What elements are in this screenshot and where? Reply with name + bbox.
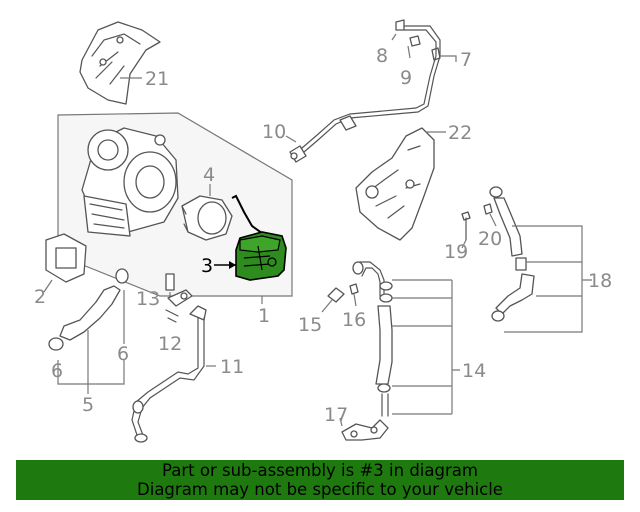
callout-1: 1	[258, 305, 270, 327]
fittings-15-16	[321, 283, 359, 313]
callout-6-right: 6	[117, 343, 129, 365]
callout-4: 4	[203, 164, 215, 186]
callout-15: 15	[298, 314, 322, 336]
callout-20: 20	[478, 228, 502, 250]
banner-line-part: Part or sub-assembly is #3 in diagram	[162, 461, 478, 480]
coolant-pipe-14	[339, 261, 460, 441]
heat-shield-upper	[79, 21, 161, 105]
oil-return-pipe	[131, 273, 216, 443]
callout-11: 11	[220, 356, 244, 378]
parts-diagram: 21 1 4 3 2	[34, 19, 612, 443]
callout-13: 13	[136, 288, 160, 310]
callout-10: 10	[262, 121, 286, 143]
heat-shield-turbo	[355, 127, 446, 241]
callout-6-left: 6	[51, 360, 63, 382]
callout-16: 16	[342, 309, 366, 331]
actuator-highlighted	[214, 194, 287, 281]
coolant-hose-5	[48, 268, 129, 394]
callout-3: 3	[201, 255, 213, 277]
callout-19: 19	[444, 241, 468, 263]
callout-5: 5	[82, 394, 94, 416]
callout-18: 18	[588, 270, 612, 292]
banner-line-disclaimer: Diagram may not be specific to your vehi…	[137, 480, 503, 499]
callout-2: 2	[34, 286, 46, 308]
callout-14: 14	[462, 360, 486, 382]
outlet-elbow	[181, 184, 233, 241]
gasket	[43, 233, 87, 293]
callout-9: 9	[400, 67, 412, 89]
hose-assembly-18	[489, 186, 592, 333]
callout-17: 17	[324, 404, 348, 426]
bolts-19-20	[461, 203, 497, 249]
callout-21: 21	[145, 68, 169, 90]
callout-7: 7	[460, 49, 472, 71]
turbocharger	[81, 127, 179, 237]
callout-12: 12	[158, 333, 182, 355]
part-info-banner: Part or sub-assembly is #3 in diagram Di…	[16, 460, 624, 500]
oil-feed-pipe	[285, 19, 457, 163]
callout-8: 8	[376, 45, 388, 67]
callout-22: 22	[448, 122, 472, 144]
